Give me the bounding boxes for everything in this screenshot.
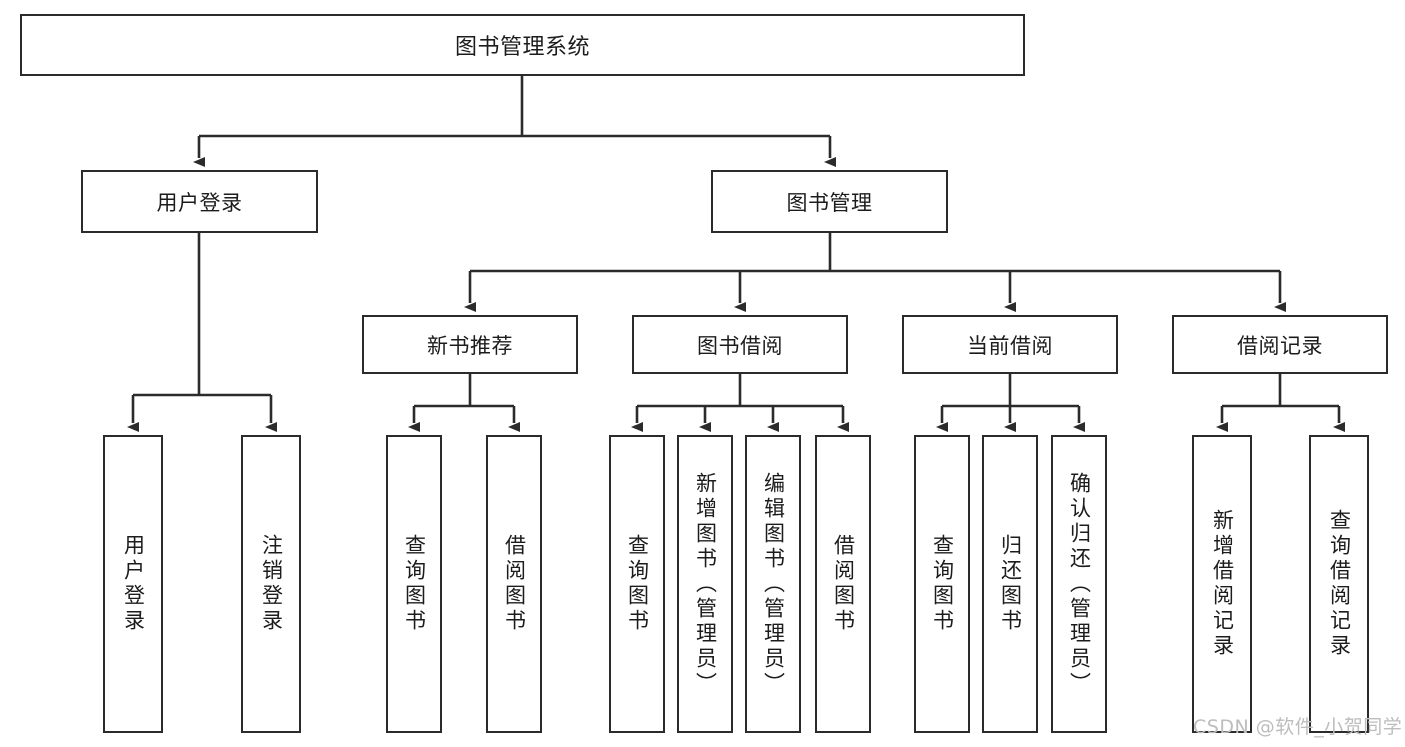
node-user-login[interactable]: 用户登录: [81, 170, 318, 233]
node-label: 图书管理系统: [454, 35, 590, 60]
node-label: 注销登录: [259, 534, 284, 634]
node-label: 查询图书: [930, 534, 955, 634]
node-label: 确认归还（管理员）: [1067, 471, 1092, 697]
node-leaf-query-book-1[interactable]: 查询图书: [386, 435, 442, 733]
node-leaf-borrow-book-1[interactable]: 借阅图书: [486, 435, 542, 733]
node-label: 新书推荐: [427, 333, 513, 358]
node-label: 新增图书（管理员）: [693, 471, 718, 697]
node-label: 归还图书: [998, 534, 1023, 634]
node-label: 用户登录: [121, 534, 146, 634]
node-leaf-logout[interactable]: 注销登录: [241, 435, 301, 733]
node-current-borrow[interactable]: 当前借阅: [902, 315, 1118, 374]
node-leaf-user-login[interactable]: 用户登录: [103, 435, 163, 733]
node-leaf-return-book[interactable]: 归还图书: [982, 435, 1038, 733]
node-leaf-query-record[interactable]: 查询借阅记录: [1309, 435, 1369, 733]
node-label: 借阅记录: [1237, 333, 1323, 358]
node-label: 图书借阅: [697, 333, 783, 358]
node-leaf-query-book-3[interactable]: 查询图书: [914, 435, 970, 733]
node-label: 用户登录: [156, 190, 243, 215]
node-book-management[interactable]: 图书管理: [711, 170, 948, 233]
node-label: 图书管理: [786, 190, 873, 215]
csdn-watermark: CSDN @软件_小贺同学: [1193, 716, 1403, 738]
node-label: 借阅图书: [502, 534, 527, 634]
node-label: 查询借阅记录: [1327, 509, 1352, 659]
node-new-book-recommend[interactable]: 新书推荐: [362, 315, 578, 374]
node-label: 编辑图书（管理员）: [761, 471, 786, 697]
node-leaf-add-book[interactable]: 新增图书（管理员）: [677, 435, 733, 733]
node-leaf-confirm-return[interactable]: 确认归还（管理员）: [1051, 435, 1107, 733]
node-leaf-add-record[interactable]: 新增借阅记录: [1192, 435, 1252, 733]
node-root-book-management-system[interactable]: 图书管理系统: [20, 14, 1025, 76]
node-borrow-record[interactable]: 借阅记录: [1172, 315, 1388, 374]
node-leaf-borrow-book-2[interactable]: 借阅图书: [815, 435, 871, 733]
node-book-borrow[interactable]: 图书借阅: [632, 315, 848, 374]
node-leaf-edit-book[interactable]: 编辑图书（管理员）: [745, 435, 801, 733]
node-label: 查询图书: [402, 534, 427, 634]
node-label: 新增借阅记录: [1210, 509, 1235, 659]
node-label: 借阅图书: [831, 534, 856, 634]
node-label: 查询图书: [625, 534, 650, 634]
node-label: 当前借阅: [967, 333, 1053, 358]
node-leaf-query-book-2[interactable]: 查询图书: [609, 435, 665, 733]
